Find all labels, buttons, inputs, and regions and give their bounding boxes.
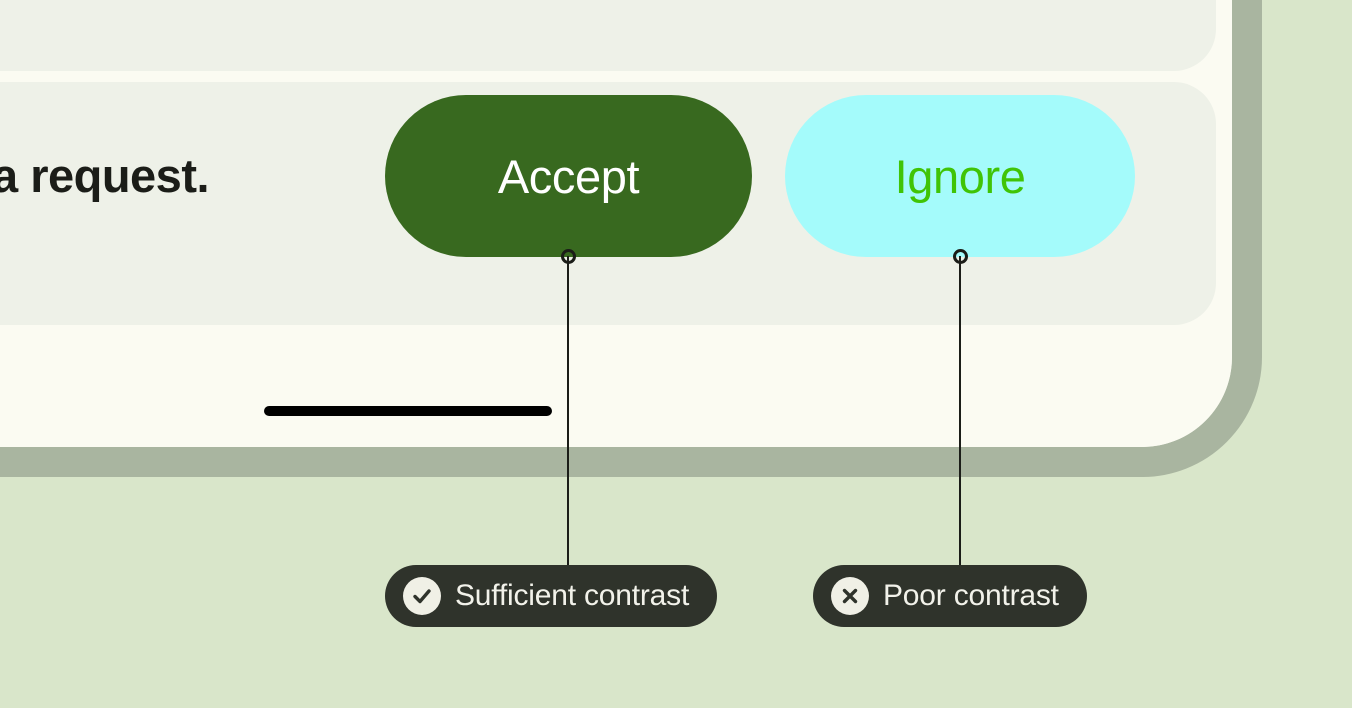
annotation-poor-contrast: Poor contrast xyxy=(813,565,1087,627)
ignore-button[interactable]: Ignore xyxy=(785,95,1135,257)
prompt-text-fragment: a request. xyxy=(0,149,210,202)
annotation-label-poor: Poor contrast xyxy=(883,579,1059,612)
message-card-upper xyxy=(0,0,1216,71)
callout-line-accept xyxy=(567,256,569,566)
home-indicator xyxy=(264,406,552,416)
accept-button[interactable]: Accept xyxy=(385,95,752,257)
annotation-label-sufficient: Sufficient contrast xyxy=(455,579,690,612)
annotation-sufficient-contrast: Sufficient contrast xyxy=(385,565,718,627)
check-circle-icon xyxy=(403,577,441,615)
x-circle-icon xyxy=(831,577,869,615)
callout-line-ignore xyxy=(959,256,961,566)
